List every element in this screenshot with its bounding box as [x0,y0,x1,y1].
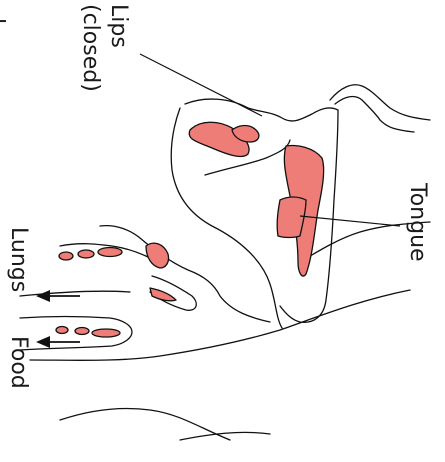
trachea-ring-2 [78,250,94,258]
trachea-ring-1 [59,252,73,260]
cropped-label-fragment: ı [0,18,13,24]
shoulder-outline [180,432,270,440]
food-arrow [36,336,80,348]
esophagus-ring-1 [56,327,68,334]
soft-palate-tissue [146,243,169,268]
epiglottis-tissue [150,288,176,301]
esophagus-ring-2 [75,328,89,335]
lungs-label: Lungs [6,227,31,292]
lips-note-label: (closed) [78,4,103,92]
nose-and-upper-lip-outline [330,85,430,120]
esophagus-ring-3 [92,329,120,337]
tongue-label: Tongue [405,182,430,262]
food-label: Food [6,336,31,389]
lips-leader-line [140,54,262,116]
neck-front-outline [30,290,410,360]
lips-label: Lips [106,4,131,48]
arrow-left-icon [36,290,50,302]
arrow-left-icon [36,336,50,348]
tissue-shapes [56,122,324,337]
trachea-ring-3 [98,248,122,257]
throat-outline [100,226,270,322]
